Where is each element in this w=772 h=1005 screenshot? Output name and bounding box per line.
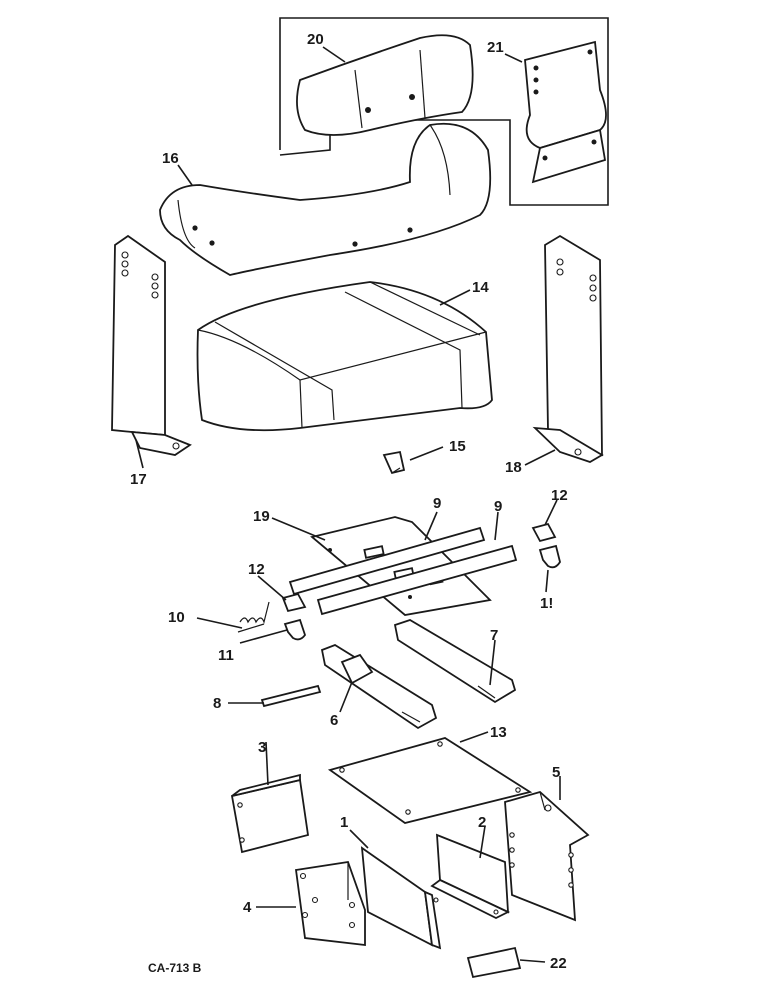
part-18-right-panel [532,234,604,463]
part-11-clip-left [283,618,306,641]
callout-14: 14 [472,279,489,296]
callout-12b: 12 [551,487,568,504]
part-13-base-plate [327,737,533,824]
callout-9b: 9 [494,498,502,515]
callouts: 20 21 16 14 17 18 15 19 9 9 12 12 1! 10 … [130,31,568,972]
part-5-angle [504,790,590,922]
part-8-rod [260,684,322,708]
part-11-clip-right [538,544,561,569]
figure-code: CA-713 B [148,961,202,975]
part-17-left-panel [111,234,192,456]
part-2-panel [430,833,511,920]
callout-7: 7 [490,627,498,644]
callout-19: 19 [253,508,270,525]
callout-2: 2 [478,814,486,831]
part-9-rods [288,526,518,616]
part-3-bracket [230,773,310,854]
part-16-backrest [159,122,492,276]
callout-11b: 1! [540,595,553,612]
part-12-pad-right [531,522,557,543]
inset-box [279,17,609,206]
callout-8: 8 [213,695,221,712]
part-22-block [466,946,522,979]
callout-15: 15 [449,438,466,455]
callout-6: 6 [330,712,338,729]
part-20-headrest [296,34,474,136]
part-7-rail [393,619,517,704]
callout-22: 22 [550,955,567,972]
part-6-rail [320,643,438,730]
leader-lines [135,46,561,963]
part-15-clip [382,450,406,475]
callout-3: 3 [258,739,266,756]
callout-9a: 9 [433,495,441,512]
callout-10: 10 [168,609,185,626]
callout-11a: 11 [218,647,234,664]
callout-1: 1 [340,814,348,831]
part-4-bracket [294,860,366,947]
part-14-seat-cushion [196,281,493,432]
callout-18: 18 [505,459,522,476]
callout-20: 20 [307,31,324,48]
callout-12a: 12 [248,561,265,578]
part-21-bracket [524,40,607,184]
part-10-spring [237,601,270,633]
part-1-panel [360,846,442,950]
part-12-pad-left [281,592,307,613]
callout-16: 16 [162,150,179,167]
callout-17: 17 [130,471,147,488]
part-19-plate [310,516,492,616]
callout-21: 21 [487,39,504,56]
callout-13: 13 [490,724,507,741]
callout-5: 5 [552,764,560,781]
callout-4: 4 [243,899,252,916]
